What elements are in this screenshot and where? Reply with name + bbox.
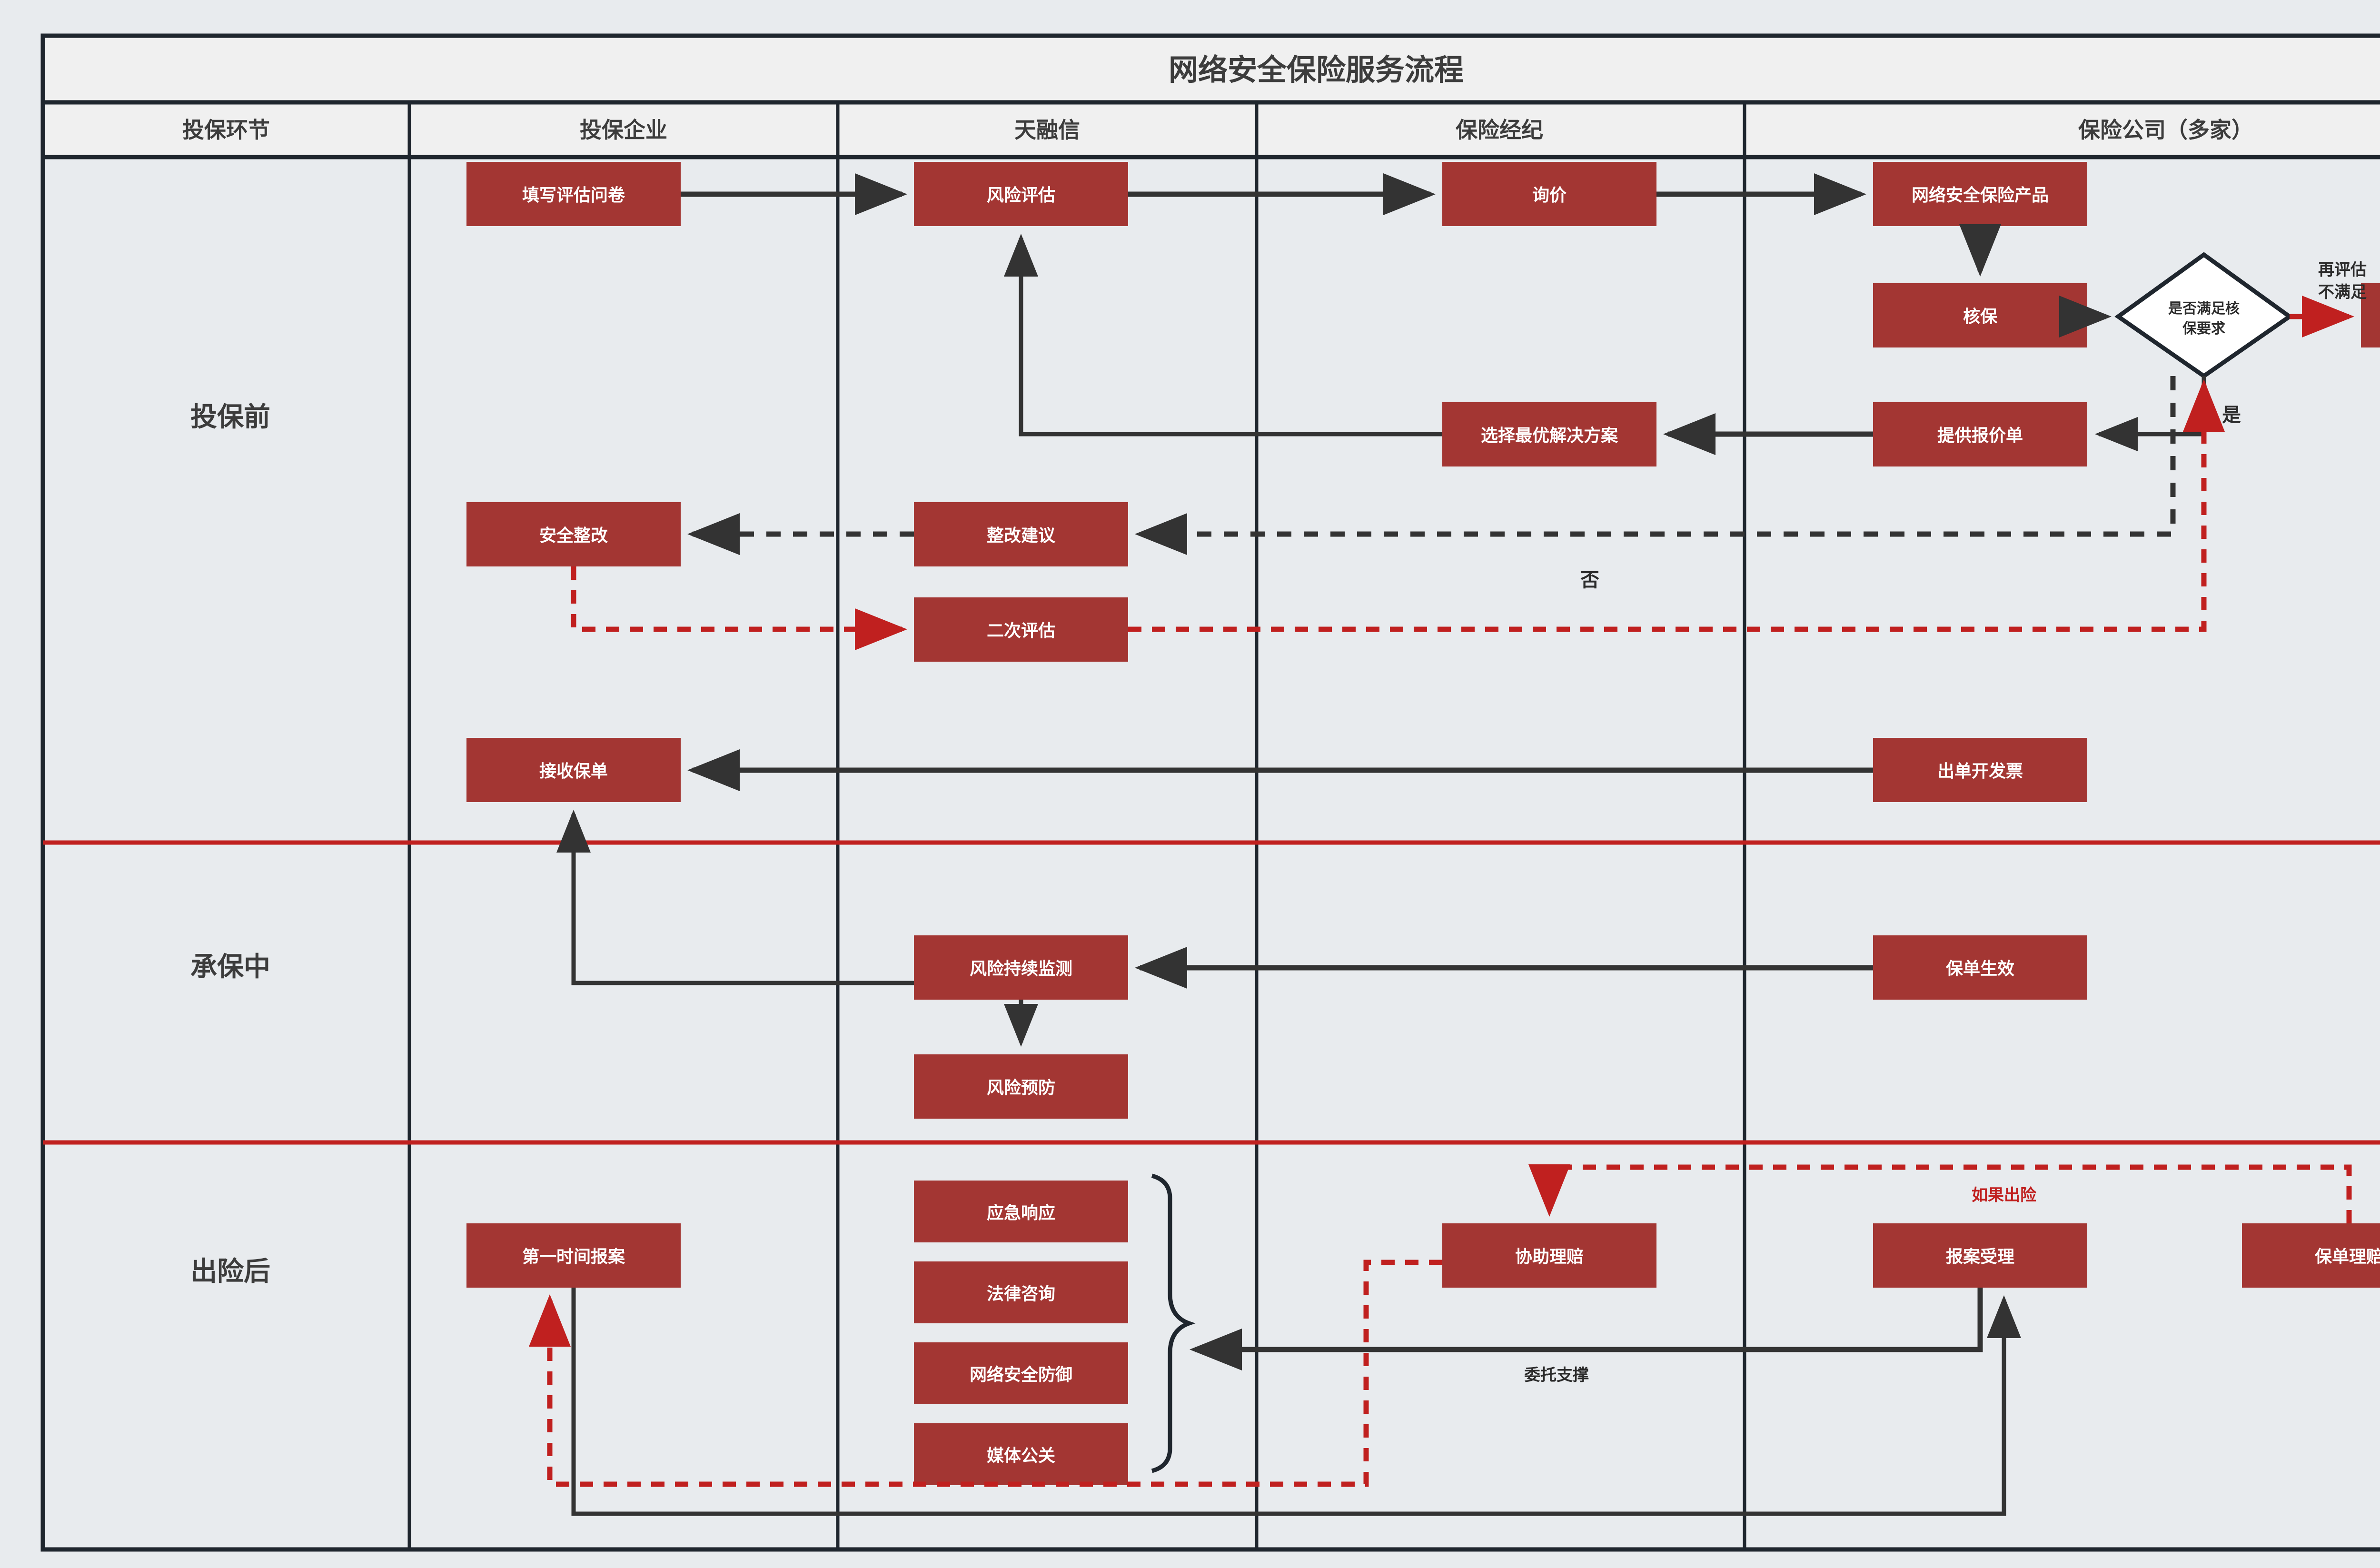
node-box	[1442, 162, 1656, 226]
node-box	[2242, 1223, 2380, 1288]
node-label: 第一时间报案	[522, 1247, 625, 1266]
node-box	[466, 502, 681, 566]
page-title: 网络安全保险服务流程	[1169, 54, 1464, 87]
node-label: 保单理赔	[2315, 1247, 2380, 1266]
node-label: 接收保单	[539, 761, 608, 781]
node-claim-accept[interactable]: 报案受理	[1873, 1223, 2087, 1288]
node-label: 报案受理	[1946, 1247, 2014, 1266]
edge-label-reassess-line1: 再评估	[2318, 261, 2367, 279]
node-cyber-product[interactable]: 网络安全保险产品	[1873, 162, 2087, 226]
node-label: 填写评估问卷	[522, 185, 625, 205]
node-risk-prevention[interactable]: 风险预防	[914, 1054, 1128, 1119]
column-header-enterprise: 投保企业	[580, 118, 667, 142]
node-label: 保单生效	[1946, 959, 2014, 978]
node-emergency-response[interactable]: 应急响应	[914, 1181, 1128, 1242]
column-header-insurer: 保险公司（多家）	[2078, 118, 2253, 142]
band-label-during: 承保中	[190, 952, 270, 982]
node-box	[914, 1423, 1128, 1485]
column-header-topsec: 天融信	[1014, 118, 1080, 142]
node-label: 风险评估	[987, 185, 1055, 205]
node-label: 媒体公关	[987, 1446, 1055, 1465]
node-label: 提供报价单	[1937, 426, 2023, 445]
node-cyber-defense[interactable]: 网络安全防御	[914, 1342, 1128, 1404]
node-box	[1873, 402, 2087, 466]
node-box	[1873, 162, 2087, 226]
node-box	[2361, 283, 2380, 347]
node-label: 协助理赔	[1515, 1247, 1584, 1266]
edge-monitor-to-receivepolicy	[556, 810, 914, 985]
node-rectify-advice[interactable]: 整改建议	[914, 502, 1128, 566]
title-band	[40, 33, 2380, 105]
node-box	[914, 1181, 1128, 1242]
node-box	[914, 597, 1128, 662]
node-fill-questionnaire[interactable]: 填写评估问卷	[466, 162, 681, 226]
node-label: 安全整改	[539, 526, 608, 545]
node-underwriting[interactable]: 核保	[1873, 283, 2087, 347]
column-header-broker: 保险经纪	[1456, 118, 1543, 142]
node-receive-policy[interactable]: 接收保单	[466, 738, 681, 802]
node-label: 询价	[1532, 185, 1567, 205]
band-label-after: 出险后	[190, 1256, 270, 1286]
node-box	[914, 1054, 1128, 1119]
node-legal-consult[interactable]: 法律咨询	[914, 1261, 1128, 1323]
node-label: 二次评估	[987, 621, 1055, 640]
edge-claimaccept-to-services	[1190, 1288, 1983, 1370]
node-box	[914, 502, 1128, 566]
node-choose-best-solution[interactable]: 选择最优解决方案	[1442, 402, 1656, 466]
node-policy-claim[interactable]: 保单理赔	[2242, 1223, 2380, 1288]
edge-policyclaim-to-assistclaim	[1528, 1164, 2352, 1223]
node-label: 出单开发票	[1937, 761, 2023, 781]
node-first-report[interactable]: 第一时间报案	[466, 1223, 681, 1288]
node-box	[914, 935, 1128, 1000]
node-label: 法律咨询	[987, 1284, 1055, 1303]
node-box	[1442, 1223, 1656, 1288]
edge-secondassessment-to-decision	[1128, 379, 2225, 632]
node-box	[914, 1261, 1128, 1323]
node-policy-effective[interactable]: 保单生效	[1873, 935, 2087, 1000]
band-label-pre: 投保前	[190, 402, 270, 432]
node-label: 风险持续监测	[970, 959, 1072, 978]
node-box	[1873, 738, 2087, 802]
column-header-stage: 投保环节	[182, 118, 270, 142]
node-quote-request[interactable]: 询价	[1442, 162, 1656, 226]
edge-label-reassess-line2: 不满足	[2318, 283, 2367, 301]
node-risk-assessment[interactable]: 风险评估	[914, 162, 1128, 226]
node-reject[interactable]: 拒保	[2361, 283, 2380, 347]
node-box	[1873, 283, 2087, 347]
service-group-brace	[1151, 1173, 1196, 1473]
decision-label-line1: 是否满足核	[2168, 301, 2240, 317]
edge-label-if-incident: 如果出险	[1972, 1186, 2037, 1204]
decision-label-line2: 保要求	[2182, 321, 2225, 337]
node-label: 选择最优解决方案	[1481, 426, 1618, 445]
node-assist-claim[interactable]: 协助理赔	[1442, 1223, 1656, 1288]
edge-label-yes: 是	[2222, 405, 2241, 426]
node-label: 风险预防	[987, 1078, 1055, 1097]
node-media-pr[interactable]: 媒体公关	[914, 1423, 1128, 1485]
edge-assistclaim-to-firstreport	[529, 1260, 1442, 1487]
node-box	[1873, 1223, 2087, 1288]
node-label: 核保	[1963, 307, 1998, 326]
node-label: 整改建议	[987, 526, 1056, 545]
node-label: 网络安全保险产品	[1912, 185, 2049, 205]
node-provide-quote[interactable]: 提供报价单	[1873, 402, 2087, 466]
node-continuous-monitor[interactable]: 风险持续监测	[914, 935, 1128, 1000]
node-security-rectify[interactable]: 安全整改	[466, 502, 681, 566]
node-box	[1442, 402, 1656, 466]
node-box	[914, 162, 1128, 226]
node-label: 网络安全防御	[970, 1365, 1072, 1384]
edge-label-entrust-support: 委托支撑	[1524, 1366, 1589, 1384]
node-box	[466, 162, 681, 226]
edge-label-no: 否	[1580, 570, 1599, 591]
header-row	[40, 100, 2380, 159]
edge-firstreport-to-claimaccept	[571, 1288, 2021, 1516]
node-second-assessment[interactable]: 二次评估	[914, 597, 1128, 662]
edge-choose-to-assessment	[1004, 234, 1442, 437]
node-box	[466, 1223, 681, 1288]
node-box	[914, 1342, 1128, 1404]
node-label: 应急响应	[987, 1203, 1055, 1222]
node-issue-invoice[interactable]: 出单开发票	[1873, 738, 2087, 802]
node-box	[1873, 935, 2087, 1000]
node-box	[466, 738, 681, 802]
